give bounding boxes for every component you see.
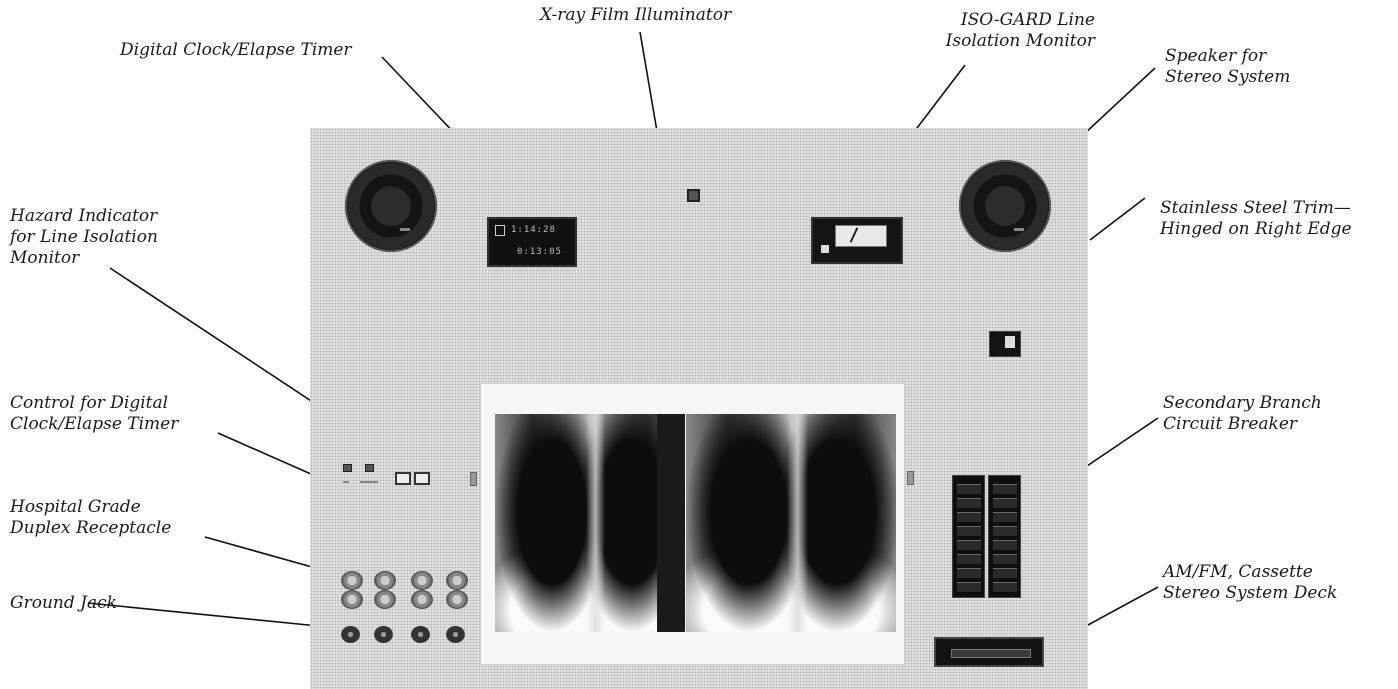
hazard-lamp [395, 472, 411, 485]
ground-jack [411, 626, 430, 643]
clock-control-button [365, 464, 374, 472]
digital-clock-display: 1:14:28 0:13:05 [487, 217, 577, 267]
label-ground-jack: Ground Jack [10, 593, 117, 613]
label-isogard-line1: ISO-GARD Line [960, 10, 1095, 30]
speaker-left [345, 160, 437, 252]
leader-control [217, 432, 321, 479]
label-receptacle-line1: Hospital Grade [10, 497, 141, 517]
label-trim-line1: Stainless Steel Trim— [1160, 198, 1351, 218]
branch-breaker-column-left [952, 475, 985, 598]
duplex-receptacle [341, 590, 363, 609]
duplex-receptacle [446, 590, 468, 609]
duplex-receptacle [411, 590, 433, 609]
leader-trim [1089, 197, 1146, 241]
label-receptacle: Hospital Grade Duplex Receptacle [10, 497, 171, 539]
ground-jack [341, 626, 360, 643]
label-isogard: ISO-GARD Line Isolation Monitor [915, 10, 1095, 52]
label-control: Control for Digital Clock/Elapse Timer [10, 393, 178, 435]
label-control-line2: Clock/Elapse Timer [10, 414, 179, 434]
ground-jack [374, 626, 393, 643]
clock-control-button [343, 464, 352, 472]
clock-h-icon [495, 225, 505, 236]
label-deck-line2: Stereo System Deck [1163, 583, 1338, 603]
duplex-receptacle [446, 571, 468, 590]
main-breaker [989, 331, 1021, 357]
branch-breaker-column-right [988, 475, 1021, 598]
label-deck: AM/FM, Cassette Stereo System Deck [1163, 562, 1337, 604]
hazard-indicator [687, 189, 700, 202]
clock-control-mark [360, 481, 378, 483]
label-breaker: Secondary Branch Circuit Breaker [1163, 393, 1322, 435]
duplex-receptacle [341, 571, 363, 590]
label-breaker-line2: Circuit Breaker [1163, 414, 1298, 434]
label-clock-timer: Digital Clock/Elapse Timer [120, 40, 352, 60]
meter-face [835, 225, 887, 247]
clock-bottom-readout: 0:13:05 [517, 247, 562, 257]
speaker-right [959, 160, 1051, 252]
label-breaker-line1: Secondary Branch [1163, 393, 1322, 413]
label-control-line1: Control for Digital [10, 393, 169, 413]
duplex-receptacle [411, 571, 433, 590]
duplex-receptacle [374, 571, 396, 590]
clock-top-readout: 1:14:28 [511, 225, 556, 235]
xray-film-left [495, 414, 685, 632]
clock-control-mark [343, 481, 349, 483]
label-hazard-line1: Hazard Indicator [10, 206, 158, 226]
leader-ground [87, 602, 339, 629]
label-hazard-line2: for Line Isolation [10, 227, 158, 247]
hazard-lamp [414, 472, 430, 485]
stereo-deck [934, 637, 1044, 667]
label-xray-illuminator: X-ray Film Illuminator [540, 5, 732, 25]
label-trim-line2: Hinged on Right Edge [1160, 219, 1352, 239]
xray-film-right [686, 414, 896, 632]
duplex-receptacle [374, 590, 396, 609]
label-receptacle-line2: Duplex Receptacle [10, 518, 172, 538]
iso-gard-monitor [811, 217, 903, 264]
label-isogard-line2: Isolation Monitor [945, 31, 1095, 51]
monitor-button [821, 245, 829, 253]
label-speaker: Speaker for Stereo System [1165, 46, 1290, 88]
ground-jack [446, 626, 465, 643]
label-trim: Stainless Steel Trim— Hinged on Right Ed… [1160, 198, 1352, 240]
illuminator-switch-right [907, 471, 914, 485]
illuminator-switch-left [470, 472, 477, 486]
label-speaker-line1: Speaker for [1165, 46, 1267, 66]
label-hazard-line3: Monitor [10, 248, 80, 268]
label-hazard: Hazard Indicator for Line Isolation Moni… [10, 206, 158, 269]
label-deck-line1: AM/FM, Cassette [1163, 562, 1313, 582]
label-speaker-line2: Stereo System [1165, 67, 1291, 87]
